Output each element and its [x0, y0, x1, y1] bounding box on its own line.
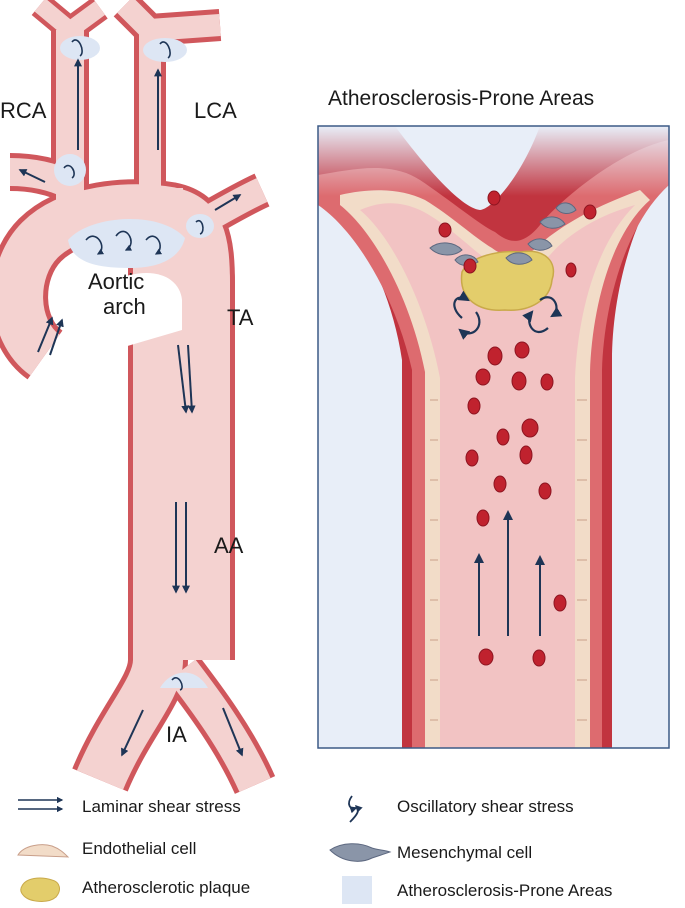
legend-mesenchymal-icon [329, 843, 392, 862]
inset-mesenchymal-cells [429, 202, 577, 266]
ia-label: IA [166, 722, 187, 747]
legend-laminar-label: Laminar shear stress [82, 797, 241, 816]
inset-endothelial-cells [430, 399, 587, 721]
aortic-arch-label-line2: arch [103, 294, 146, 319]
inset-laminar-arrows [474, 510, 545, 636]
inset-plaque [460, 250, 555, 311]
ta-label: TA [227, 305, 254, 330]
legend-oscillatory-label: Oscillatory shear stress [397, 797, 574, 816]
inset-red-blood-cells [438, 190, 597, 667]
legend-plaque-label: Atherosclerotic plaque [82, 878, 250, 897]
legend: Laminar shear stress Endothelial cell At… [17, 795, 612, 904]
aorta-prone-areas [54, 36, 214, 688]
aorta-oscillatory-arrows [63, 39, 204, 691]
legend-laminar-icon [18, 796, 64, 813]
inset-border [317, 125, 670, 749]
inset-panel [318, 126, 669, 748]
rca-label: RCA [0, 98, 47, 123]
legend-prone-areas-label: Atherosclerosis-Prone Areas [397, 881, 612, 900]
lca-label: LCA [194, 98, 237, 123]
aortic-arch-label-line1: Aortic [88, 269, 144, 294]
aa-label: AA [214, 533, 244, 558]
inset-oscillatory-arrows [453, 290, 563, 340]
legend-prone-areas-swatch [342, 876, 372, 904]
legend-plaque-icon [20, 877, 60, 902]
legend-endothelial-icon [17, 844, 70, 858]
legend-endothelial-label: Endothelial cell [82, 839, 196, 858]
aorta-laminar-arrows [18, 58, 244, 757]
legend-mesenchymal-label: Mesenchymal cell [397, 843, 532, 862]
inset-title: Atherosclerosis-Prone Areas [328, 87, 594, 110]
legend-oscillatory-icon [348, 795, 363, 823]
